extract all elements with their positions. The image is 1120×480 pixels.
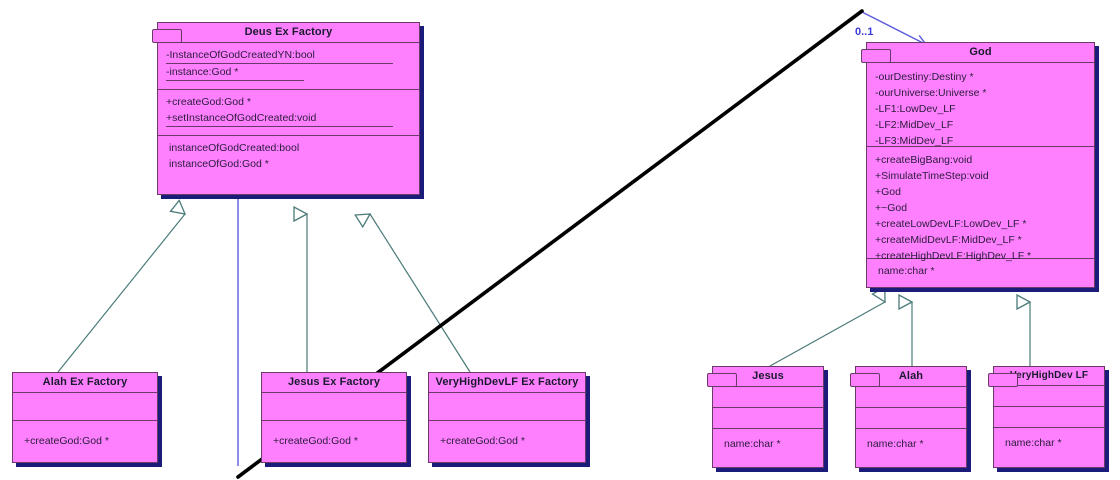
class-tab-icon-alah (850, 373, 880, 387)
class-name-alah: Alah (856, 367, 966, 387)
class-box-jesus-ex-factory[interactable]: Jesus Ex Factory +createGod:God * (261, 372, 407, 463)
class-box-alah[interactable]: Alah name:char * (850, 366, 967, 468)
association-multiplicity-label: 0..1 (855, 26, 874, 38)
compartment-one-alah (856, 387, 966, 408)
attribute-item: -ourUniverse:Universe * (875, 87, 987, 99)
attributes-compartment-deus-ex-factory: -InstanceOfGodCreatedYN:bool -instance:G… (158, 43, 419, 90)
extra-item: instanceOfGodCreated:bool (169, 142, 300, 154)
class-box-deus-ex-factory[interactable]: Deus Ex Factory -InstanceOfGodCreatedYN:… (152, 22, 420, 195)
extras-compartment-god: name:char * (867, 259, 1094, 283)
attribute-item: -LF3:MidDev_LF (875, 135, 954, 147)
operation-item: +createBigBang:void (875, 154, 973, 166)
extras-compartment-deus-ex-factory: instanceOfGodCreated:bool instanceOfGod:… (158, 136, 419, 176)
class-tab-icon-veryhighdev-lf (988, 373, 1018, 387)
operation-item: +createGod:God * (24, 435, 109, 447)
extra-item: name:char * (1005, 437, 1062, 449)
operation-item: +createGod:God * (166, 96, 251, 108)
operation-item: +~God (875, 202, 908, 214)
class-box-veryhighdevlf-ex-factory[interactable]: VeryHighDevLF Ex Factory +createGod:God … (428, 372, 586, 463)
operations-compartment-alah-ex-factory: +createGod:God * (13, 421, 157, 453)
attribute-item: -ourDestiny:Destiny * (875, 71, 974, 83)
operation-item: +setInstanceOfGodCreated:void (166, 110, 394, 127)
operation-item: +SimulateTimeStep:void (875, 170, 989, 182)
class-tab-icon-jesus (707, 373, 737, 387)
attributes-compartment-god: -ourDestiny:Destiny * -ourUniverse:Unive… (867, 63, 1094, 147)
attributes-compartment-veryhighdevlf-ex-factory (429, 393, 585, 421)
extra-item: name:char * (878, 265, 935, 277)
operations-compartment-jesus-ex-factory: +createGod:God * (262, 421, 406, 453)
operations-compartment-deus-ex-factory: +createGod:God * +setInstanceOfGodCreate… (158, 90, 419, 136)
compartment-one-veryhighdev-lf (994, 386, 1104, 407)
class-name-alah-ex-factory: Alah Ex Factory (13, 373, 157, 393)
compartment-two-veryhighdev-lf (994, 407, 1104, 428)
compartment-two-jesus (713, 408, 823, 429)
extra-item: instanceOfGod:God * (169, 158, 269, 170)
operation-item: +God (875, 186, 901, 198)
generalization-veryhighdevlf-ex-factory-to-deus (370, 214, 471, 373)
operation-item: +createGod:God * (273, 435, 358, 447)
class-box-god[interactable]: God -ourDestiny:Destiny * -ourUniverse:U… (861, 42, 1095, 288)
extras-compartment-alah: name:char * (856, 429, 966, 456)
class-tab-icon-deus-ex-factory (152, 29, 182, 43)
operations-compartment-veryhighdevlf-ex-factory: +createGod:God * (429, 421, 585, 453)
attribute-item: -instance:God * (166, 64, 305, 81)
operation-item: +createGod:God * (440, 435, 525, 447)
generalization-jesus-to-god (769, 302, 885, 367)
class-box-alah-ex-factory[interactable]: Alah Ex Factory +createGod:God * (12, 372, 158, 463)
class-tab-icon-god (861, 49, 891, 63)
extra-item: name:char * (724, 438, 781, 450)
attributes-compartment-alah-ex-factory (13, 393, 157, 421)
extras-compartment-jesus: name:char * (713, 429, 823, 456)
class-name-deus-ex-factory: Deus Ex Factory (158, 23, 419, 43)
attributes-compartment-jesus-ex-factory (262, 393, 406, 421)
attribute-item: -LF1:LowDev_LF (875, 103, 956, 115)
generalization-alah-ex-factory-to-deus (57, 214, 185, 373)
operation-item: +createLowDevLF:LowDev_LF * (875, 218, 1027, 230)
compartment-one-jesus (713, 387, 823, 408)
operations-compartment-god: +createBigBang:void +SimulateTimeStep:vo… (867, 147, 1094, 262)
extras-compartment-veryhighdev-lf: name:char * (994, 428, 1104, 455)
class-box-veryhighdev-lf[interactable]: VeryHighDev LF name:char * (988, 366, 1105, 468)
attribute-item: -InstanceOfGodCreatedYN:bool (166, 47, 394, 64)
class-name-jesus-ex-factory: Jesus Ex Factory (262, 373, 406, 393)
class-name-veryhighdevlf-ex-factory: VeryHighDevLF Ex Factory (429, 373, 585, 393)
class-box-jesus[interactable]: Jesus name:char * (707, 366, 824, 468)
operation-item: +createMidDevLF:MidDev_LF * (875, 234, 1022, 246)
compartment-two-alah (856, 408, 966, 429)
class-name-god: God (867, 43, 1094, 63)
extra-item: name:char * (867, 438, 924, 450)
attribute-item: -LF2:MidDev_LF (875, 119, 954, 131)
class-name-veryhighdev-lf: VeryHighDev LF (994, 367, 1104, 386)
operation-item: +createHighDevLF:HighDev_LF * (875, 250, 1032, 262)
